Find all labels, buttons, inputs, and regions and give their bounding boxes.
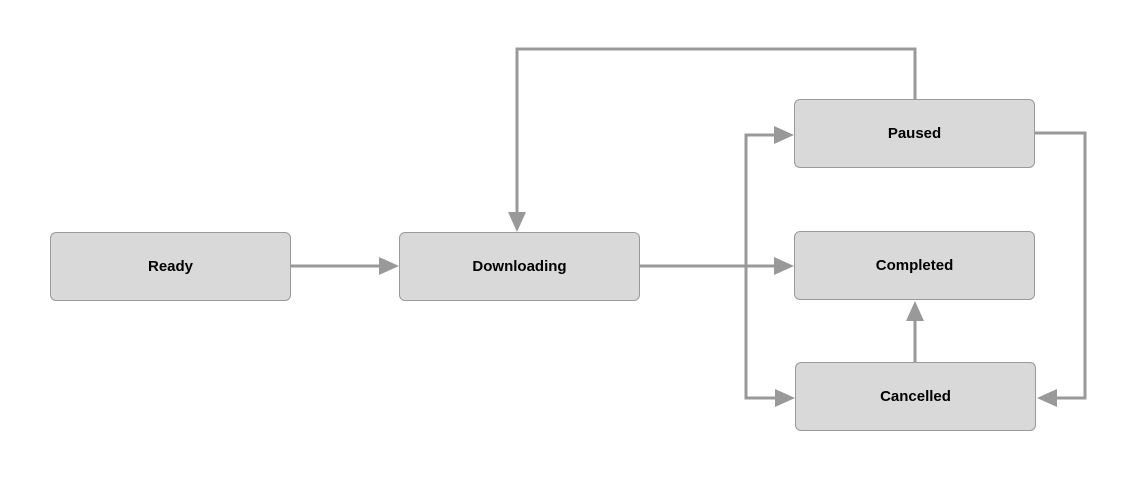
state-label-ready: Ready: [147, 258, 194, 275]
arrowhead-downloading-from-paused: [508, 212, 526, 232]
state-node-ready[interactable]: Ready: [50, 232, 291, 301]
arrowhead-cancelled-from-paused: [1037, 389, 1057, 407]
arrowhead-paused-from-downloading: [774, 126, 794, 144]
state-node-paused[interactable]: Paused: [794, 99, 1035, 168]
edge-paused-to-cancelled: [1035, 131, 1087, 400]
arrowhead-downloading-from-ready: [379, 257, 399, 275]
arrowhead-completed-from-cancelled: [906, 301, 924, 321]
state-label-downloading: Downloading: [472, 258, 567, 275]
edge-downloading-to-paused: [744, 133, 778, 266]
edge-paused-to-downloading: [515, 47, 917, 216]
state-label-cancelled: Cancelled: [880, 388, 951, 405]
state-label-completed: Completed: [875, 257, 954, 274]
arrowhead-cancelled-from-downloading: [775, 389, 795, 407]
state-node-cancelled[interactable]: Cancelled: [795, 362, 1036, 431]
state-node-completed[interactable]: Completed: [794, 231, 1035, 300]
edge-downloading-to-cancelled: [744, 266, 778, 400]
state-node-downloading[interactable]: Downloading: [399, 232, 640, 301]
state-label-paused: Paused: [887, 125, 942, 142]
arrowhead-completed-from-downloading: [774, 257, 794, 275]
